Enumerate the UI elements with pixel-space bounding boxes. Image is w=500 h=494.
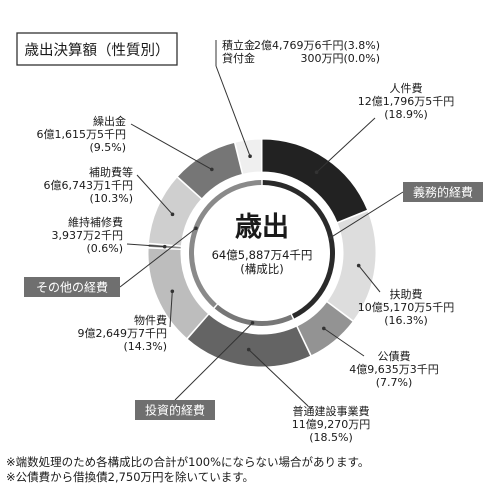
leader-line (316, 117, 376, 173)
label-pct: (7.7%) (376, 376, 413, 389)
footnote: ※公債費から借換債2,750万円を除いています。 (6, 470, 255, 484)
leader-line (130, 123, 213, 170)
group-arc-投資的経費 (214, 304, 293, 327)
label-amount: 10億5,170万5千円 (358, 301, 455, 314)
label-amount: 12億1,796万5千円 (358, 95, 455, 108)
group-label-その他の経費: その他の経費 (24, 226, 198, 297)
label-name: 積立金 (222, 38, 255, 52)
label-name: 公債費 (378, 349, 411, 363)
footnote: ※端数処理のため各構成比の合計が100%にならない場合があります。 (6, 455, 370, 469)
group-label-text: 投資的経費 (145, 403, 205, 418)
label-amount: 300万円(0.0%) (300, 52, 380, 65)
label-name: 補助費等 (89, 165, 133, 179)
chart-title-box (16, 32, 178, 66)
label-name: 貸付金 (222, 51, 255, 65)
group-arc-その他の経費 (188, 180, 262, 308)
group-label-text: その他の経費 (36, 280, 108, 295)
leader-line (248, 349, 309, 407)
donut-rings (147, 138, 377, 368)
label-amount: 11億9,270万円 (292, 418, 371, 431)
slice-繰出金 (176, 141, 243, 200)
label-pct: (9.5%) (89, 141, 126, 154)
label-amount: 6億1,615万5千円 (37, 128, 127, 141)
label-name: 扶助費 (390, 287, 423, 301)
center-title: 歳出 (235, 212, 289, 243)
label-amount: 6億6,743万1千円 (44, 179, 134, 192)
label-pct: (10.3%) (89, 192, 133, 205)
label-pct: (14.3%) (123, 340, 167, 353)
label-amount: 3,937万2千円 (52, 229, 124, 242)
label-amount: 9億2,649万7千円 (78, 327, 168, 340)
leader-lines (126, 40, 381, 407)
label-amount: 2億4,769万6千円(3.8%) (254, 39, 380, 52)
leader-line (169, 291, 173, 328)
leader-line (323, 327, 365, 357)
group-label-text: 義務的経費 (413, 185, 473, 200)
label-name: 人件費 (390, 81, 423, 95)
leader-line (358, 265, 381, 293)
leader-line (136, 174, 173, 215)
center-total: 64億5,887万4千円 (212, 248, 313, 262)
slice-物件費 (147, 247, 210, 340)
label-pct: (18.9%) (384, 108, 428, 121)
slice-補助費等 (147, 176, 203, 247)
group-label-投資的経費: 投資的経費 (135, 321, 255, 420)
center-note: (構成比) (240, 262, 283, 276)
leader-line (126, 243, 165, 248)
label-name: 普通建設事業費 (293, 404, 370, 418)
slice-普通建設事業費 (186, 313, 312, 368)
label-name: 繰出金 (93, 114, 126, 128)
footnotes: ※端数処理のため各構成比の合計が100%にならない場合があります。 ※公債費から… (6, 455, 369, 485)
slice-人件費 (261, 138, 369, 224)
group-label-義務的経費: 義務的経費 (328, 182, 483, 240)
label-pct: (16.3%) (384, 314, 428, 327)
chart-title: 歳出決算額（性質別） (25, 41, 170, 59)
label-pct: (18.5%) (309, 431, 353, 444)
slice-扶助費 (326, 210, 377, 322)
label-name: 維持補修費 (68, 215, 123, 229)
label-amount: 4億9,635万3千円 (349, 363, 439, 376)
label-pct: (0.6%) (86, 242, 123, 255)
label-name: 物件費 (134, 313, 167, 327)
